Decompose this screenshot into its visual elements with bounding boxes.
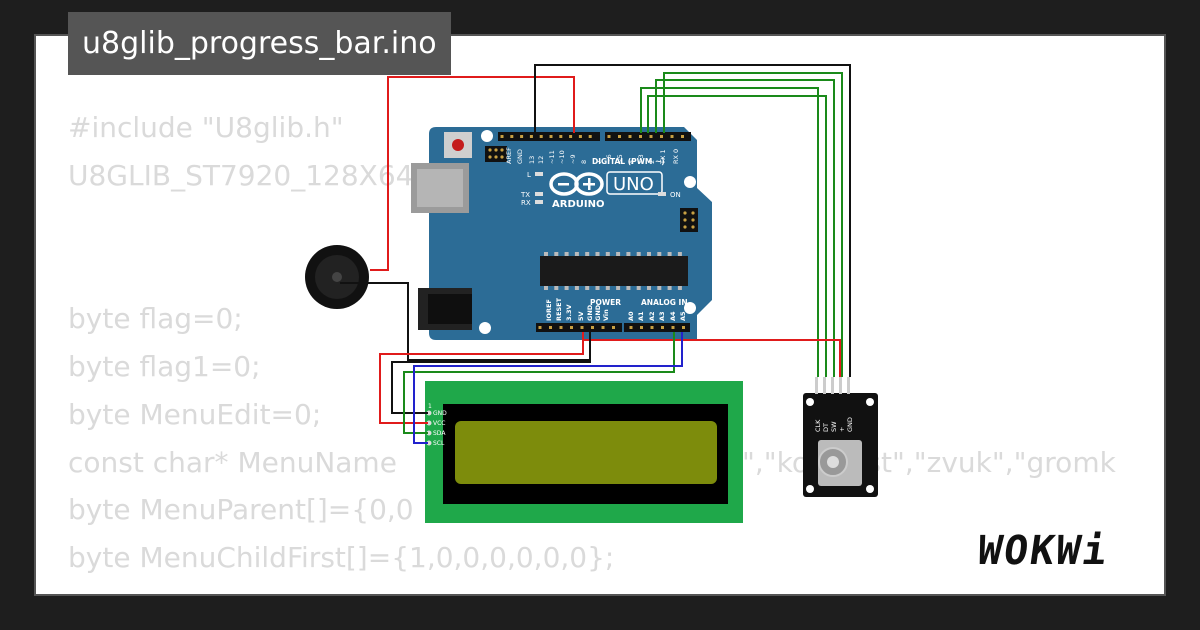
- digital-label: DIGITAL (PWM ~): [592, 157, 665, 166]
- digital-header-right: [605, 132, 691, 141]
- code-line: byte MenuChildFirst[]={1,0,0,0,0,0,0};: [68, 541, 615, 575]
- bottom-pin-label: A3: [658, 311, 666, 321]
- tx-led-label: TX: [520, 191, 530, 199]
- bottom-pin-label: A0: [627, 311, 635, 321]
- top-pin-label: ~6: [605, 154, 613, 164]
- power-label: POWER: [590, 298, 621, 307]
- lcd-pin-labels: GND VCC SDA SCL: [426, 410, 447, 447]
- encoder-pin-label: GND: [846, 417, 854, 432]
- top-pin-label: AREF: [505, 147, 513, 164]
- code-line: U8GLIB_ST7920_128X64: [68, 158, 414, 192]
- encoder-pin-label: +: [838, 427, 846, 432]
- bottom-pin-label: IOREF: [545, 299, 553, 321]
- l-led-label: L: [527, 171, 531, 179]
- code-line: const char* MenuName: [68, 445, 397, 479]
- analog-label: ANALOG IN: [641, 298, 688, 307]
- code-line: byte MenuEdit=0;: [68, 397, 322, 431]
- top-pin-label: 8: [580, 160, 588, 164]
- top-pin-label: RX 0: [672, 149, 680, 164]
- encoder-pin-label: CLK: [814, 419, 822, 432]
- lcd-pin-vcc: VCC: [433, 420, 445, 427]
- bottom-pin-label: 5V: [577, 311, 585, 321]
- top-pin-label: ~3: [637, 154, 645, 164]
- top-pin-label: ~10: [558, 150, 566, 164]
- wires: [340, 64, 851, 444]
- lcd-pin-scl: SCL: [433, 440, 445, 447]
- atmega-chip: [540, 256, 688, 286]
- top-pin-label: 7: [595, 160, 603, 164]
- buzzer[interactable]: [305, 245, 369, 309]
- code-line: byte MenuChildEnd[]={6,0,0,0,0,0,0};: [68, 582, 614, 594]
- code-line: byte flag1=0;: [68, 349, 261, 383]
- project-title: u8glib_progress_bar.ino: [68, 12, 451, 75]
- lcd-module[interactable]: 1 GND VCC SDA SCL: [425, 381, 743, 523]
- wokwi-logo: WOKWi: [974, 528, 1112, 574]
- lcd-pin-gnd: GND: [433, 410, 447, 417]
- arduino-logo-icon: [549, 172, 604, 196]
- encoder-pin-label: DT: [822, 423, 830, 432]
- bottom-pin-label: A4: [669, 311, 677, 321]
- lcd-pin-sda: SDA: [433, 430, 446, 437]
- top-pin-label: ~5: [616, 154, 624, 164]
- bottom-pin-label: A5: [679, 311, 687, 321]
- top-pin-label: 4: [627, 160, 635, 164]
- uno-label: UNO: [613, 174, 654, 195]
- encoder-pin-label: SW: [830, 421, 838, 432]
- code-line: byte MenuParent[]={0,0: [68, 493, 414, 527]
- code-line: #include "U8glib.h": [68, 111, 344, 144]
- bottom-pin-label: Vin: [602, 309, 610, 321]
- bottom-pin-label: A1: [637, 311, 645, 321]
- analog-header: [624, 323, 690, 332]
- bottom-pin-label: RESET: [555, 297, 563, 321]
- rx-led-label: RX: [521, 199, 531, 207]
- power-header: [536, 323, 622, 332]
- digital-header-left: [498, 132, 600, 141]
- top-pin-label: 13: [528, 156, 536, 164]
- top-pin-label: GND: [516, 149, 524, 164]
- arduino-label: ARDUINO: [552, 199, 604, 210]
- top-pin-label: TX 1: [659, 149, 667, 165]
- top-pin-label: 12: [537, 156, 545, 164]
- bottom-pin-label: A2: [648, 311, 656, 321]
- code-line: byte flag=0;: [68, 302, 243, 336]
- bottom-pin-label: GND: [586, 304, 594, 321]
- lcd-pin1-label: 1: [428, 403, 432, 410]
- bottom-pin-label: GND: [594, 304, 602, 321]
- on-led-label: ON: [670, 191, 681, 199]
- top-pin-label: 2: [648, 160, 656, 164]
- bottom-pin-label: 3.3V: [565, 304, 573, 321]
- top-pin-label: ~9: [569, 154, 577, 164]
- top-pin-label: ~11: [548, 150, 556, 164]
